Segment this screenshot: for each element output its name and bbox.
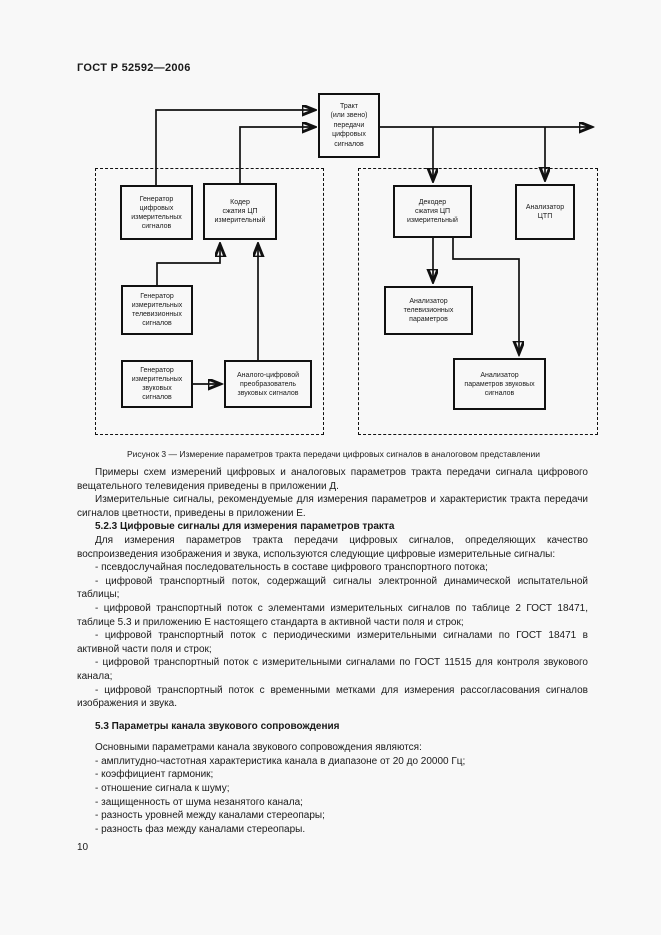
paragraph: Для измерения параметров тракта передачи…	[77, 534, 588, 560]
list-item: - разность фаз между каналами стереопары…	[95, 823, 306, 835]
list-item: - цифровой транспортный поток с периодич…	[77, 630, 588, 655]
diagram-box-audio-signal-generator: Генератор измерительных звуковых сигнало…	[121, 360, 193, 408]
diagram-box-compression-coder: Кодер сжатия ЦП измерительный	[203, 183, 277, 240]
coding-side-dashed-frame	[95, 168, 324, 435]
diagram-box-tv-signal-generator: Генератор измерительных телевизионных си…	[121, 285, 193, 335]
list-item: - цифровой транспортный поток, содержащи…	[77, 575, 588, 601]
body-text: Примеры схем измерений цифровых и аналог…	[77, 466, 588, 836]
diagram-connectors	[155, 85, 615, 445]
list-item: - цифровой транспортный поток с измерите…	[77, 657, 588, 682]
list-item: - амплитудно-частотная характеристика ка…	[95, 755, 466, 767]
analysis-side-dashed-frame	[358, 168, 598, 435]
figure-caption: Рисунок 3 — Измерение параметров тракта …	[126, 449, 540, 459]
diagram-box-audio-parameters-analyzer: Анализатор параметров звуковых сигналов	[453, 358, 546, 410]
diagram-box-adc-audio: Аналого-цифровой преобразователь звуковы…	[224, 360, 312, 408]
list-item: - защищенность от шума незанятого канала…	[95, 796, 303, 808]
diagram-box-ctp-analyzer: Анализатор ЦТП	[515, 184, 575, 240]
list-item: - разность уровней между каналами стерео…	[95, 810, 325, 822]
list-item: - псевдослучайная последовательность в с…	[95, 562, 488, 574]
diagram-box-compression-decoder: Декодер сжатия ЦП измерительный	[393, 185, 472, 238]
document-header: ГОСТ Р 52592—2006	[77, 62, 191, 74]
section-heading-5-2-3: 5.2.3 Цифровые сигналы для измерения пар…	[95, 521, 395, 533]
list-item: - коэффициент гармоник;	[95, 769, 214, 781]
diagram-box-tv-parameters-analyzer: Анализатор телевизионных параметров	[384, 286, 473, 335]
section-heading-5-3: 5.3 Параметры канала звукового сопровожд…	[95, 720, 340, 732]
page-number: 10	[77, 842, 89, 853]
list-item: - цифровой транспортный поток с элемента…	[77, 602, 588, 628]
paragraph: Основными параметрами канала звукового с…	[95, 742, 422, 754]
figure-3-diagram: Тракт (или звено) передачи цифровых сигн…	[70, 85, 615, 445]
diagram-box-transmission-path: Тракт (или звено) передачи цифровых сигн…	[318, 93, 380, 158]
paragraph: Измерительные сигналы, рекомендуемые для…	[77, 494, 588, 519]
diagram-box-digital-signal-generator: Генератор цифровых измерительных сигнало…	[120, 185, 193, 240]
paragraph: Примеры схем измерений цифровых и аналог…	[77, 467, 588, 492]
list-item: - отношение сигнала к шуму;	[95, 783, 230, 795]
list-item: - цифровой транспортный поток с временны…	[77, 684, 588, 710]
